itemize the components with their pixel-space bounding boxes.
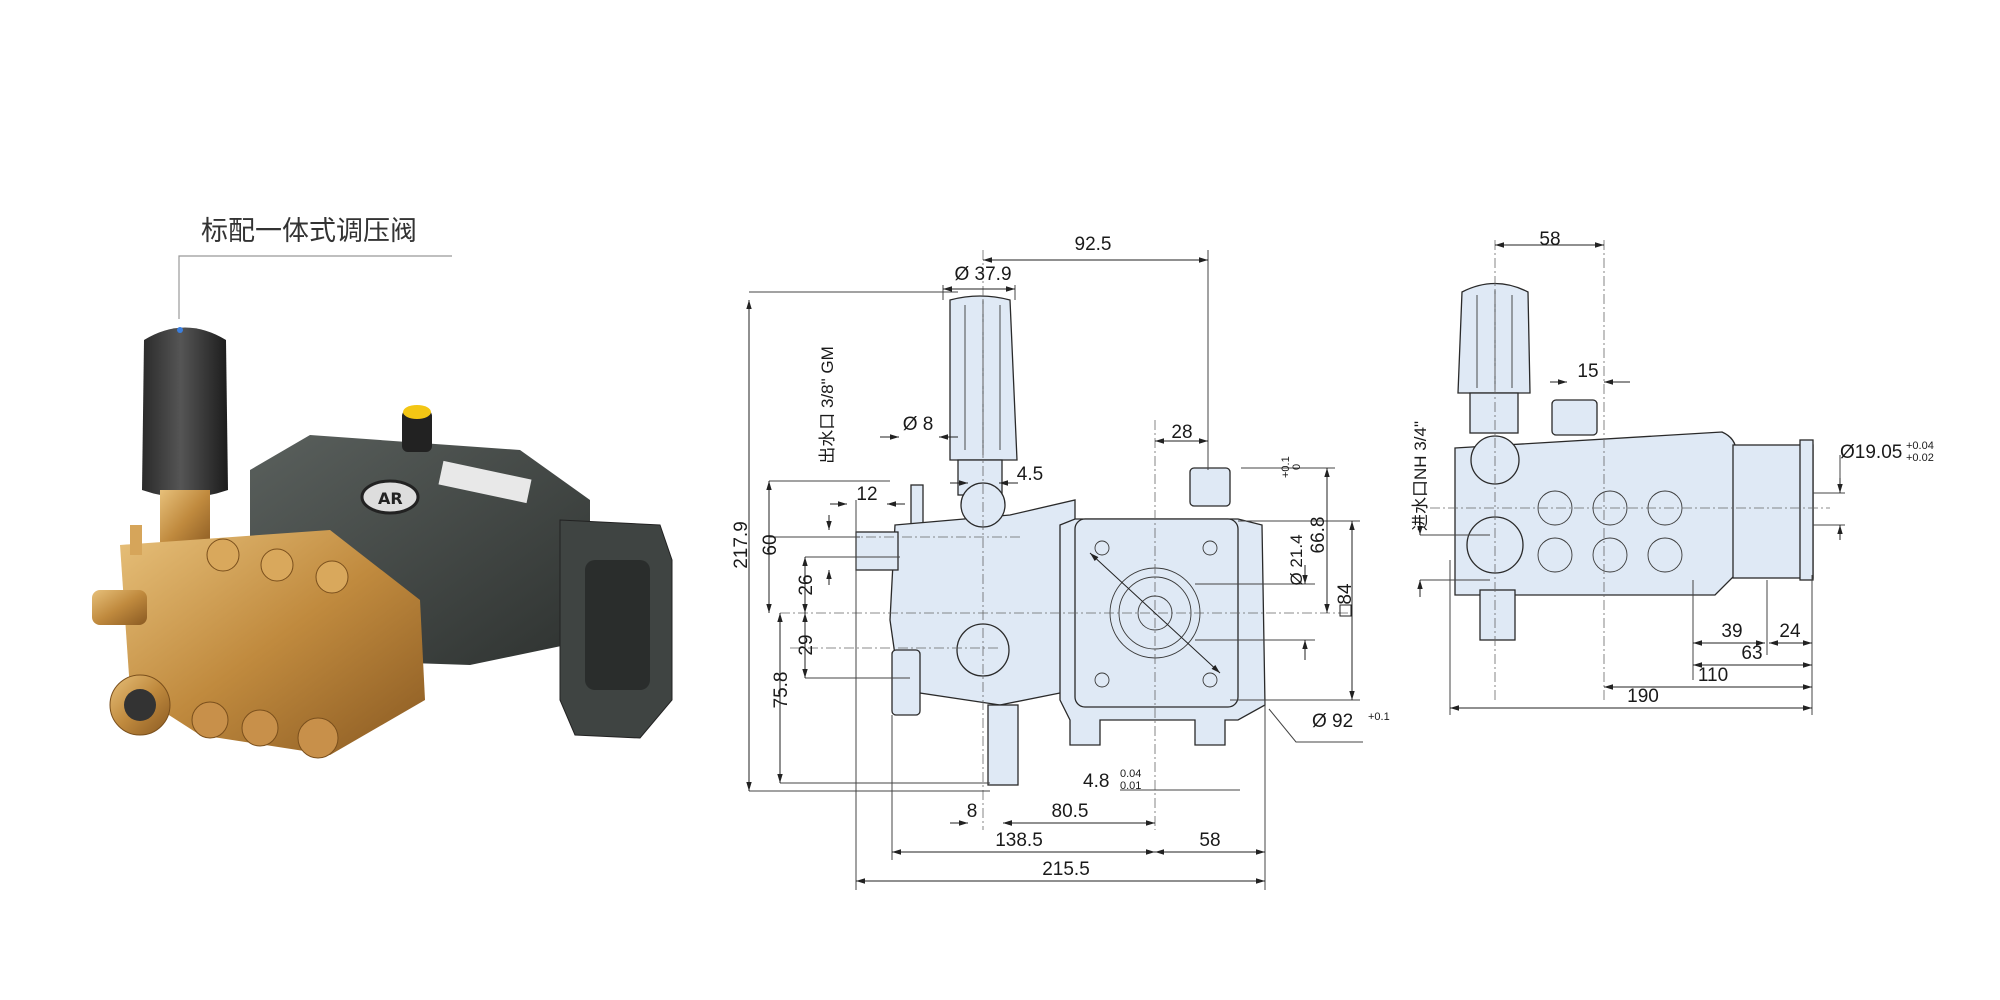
dim-58: 58	[1199, 830, 1220, 851]
dim-8: 8	[967, 801, 978, 822]
inlet-opening	[124, 689, 156, 721]
dim-26: 26	[796, 574, 817, 595]
regulator-knob-outline	[1457, 282, 1531, 394]
oil-cap-outline	[1551, 399, 1598, 436]
callout-label: 标配一体式调压阀	[201, 216, 417, 247]
shaft-tol-lower: +0.02	[1906, 452, 1934, 464]
shaft-flange-outline	[1799, 439, 1814, 581]
pressure-regulator-knob	[142, 327, 228, 498]
dim-24: 24	[1779, 621, 1801, 642]
dim-knob-diameter: Ø 37.9	[954, 264, 1011, 285]
valve-body-outline	[889, 499, 1076, 706]
dim-4-5: 4.5	[1017, 464, 1043, 485]
dim-shaft-diameter: Ø19.05	[1840, 442, 1902, 463]
square-symbol	[1339, 604, 1352, 617]
inlet-port-outline	[891, 649, 921, 716]
dim-flange-diameter: Ø 92	[1312, 711, 1353, 732]
key-tol-lower: 0.01	[1120, 780, 1141, 792]
drain-outline	[1479, 589, 1516, 641]
bypass-nipple-outline	[910, 484, 924, 526]
key-tol-upper: 0.04	[1120, 768, 1141, 780]
brand-logo-text: AR	[378, 489, 403, 508]
dim-66-8: 66.8	[1308, 517, 1329, 554]
dim-75-8: 75.8	[771, 672, 792, 709]
shaft-tol-lower: 0	[1291, 464, 1303, 470]
flange-opening	[585, 560, 650, 690]
valve-plug	[297, 717, 339, 759]
dim-217-9: 217.9	[731, 521, 752, 569]
callout-leader-line	[178, 255, 452, 319]
drain-outline	[987, 704, 1019, 786]
regulator-knob-outline	[949, 295, 1018, 461]
dim-190: 190	[1627, 686, 1659, 707]
dim-63: 63	[1741, 643, 1762, 664]
dim-60: 60	[760, 534, 781, 555]
outlet-port-outline	[855, 531, 899, 571]
knob-indicator	[177, 327, 183, 333]
valve-plug	[241, 709, 279, 747]
dim-28: 28	[1171, 422, 1192, 443]
dim-39: 39	[1721, 621, 1742, 642]
dim-110: 110	[1698, 665, 1728, 686]
dim-215-5: 215.5	[1042, 859, 1090, 880]
dim-29: 29	[796, 634, 817, 655]
dim-square-84: 84	[1335, 583, 1356, 605]
oil-cap-outline	[1189, 467, 1231, 507]
dim-key-width: 4.8	[1083, 771, 1109, 792]
nameplate	[438, 460, 532, 504]
valve-plug	[315, 560, 349, 594]
regulator-stem-outline	[1469, 392, 1519, 434]
valve-plug	[206, 538, 240, 572]
valve-plug	[260, 548, 294, 582]
dim-12: 12	[856, 484, 877, 505]
shaft-tol-upper: +0.1	[1280, 456, 1292, 478]
dim-138-5: 138.5	[995, 830, 1043, 851]
inlet-label: 进水口NH 3/4"	[1411, 421, 1430, 531]
dim-58: 58	[1539, 229, 1560, 250]
brand-logo	[360, 479, 420, 515]
oil-cap-top	[403, 405, 431, 419]
bypass-nipple	[130, 525, 142, 555]
brass-manifold	[120, 530, 425, 755]
outlet-label: 出水口 3/8" GM	[818, 346, 837, 464]
side-view-drawing: 58 15 进水口NH 3/4" Ø19.05 +0.04 +0.02 39 2…	[1411, 229, 1934, 715]
dimension-lines	[1450, 242, 1812, 711]
dim-hose-diameter: Ø 8	[903, 414, 934, 435]
dimension-lines	[746, 257, 1355, 884]
shaft-tol-upper: +0.04	[1906, 440, 1934, 452]
valve-plug	[191, 701, 229, 739]
dim-80-5: 80.5	[1052, 801, 1089, 822]
dim-15: 15	[1577, 361, 1598, 382]
product-photo: 标配一体式调压阀 AR	[92, 216, 673, 759]
dim-shaft-diameter: Ø 21.4	[1287, 534, 1306, 585]
flange-tol: +0.1	[1368, 711, 1390, 723]
front-view-drawing: 92.5 Ø 37.9 Ø 8 12 4.5 28 217.9 60 26 29…	[731, 234, 1390, 890]
outlet-fitting	[92, 590, 147, 625]
dim-92-5: 92.5	[1075, 234, 1112, 255]
oil-cap	[402, 410, 432, 452]
